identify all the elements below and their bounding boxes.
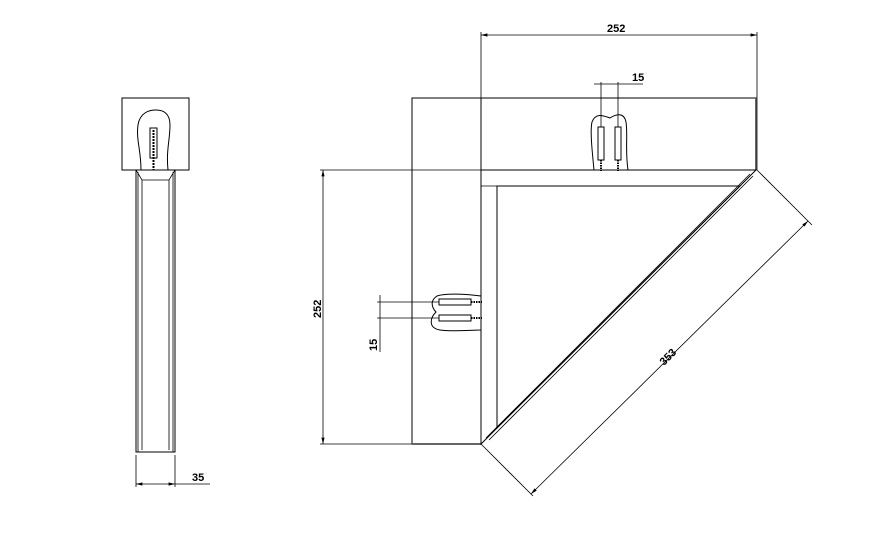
left-screw-spacing-label: 15 [368,339,380,351]
height-dimension-label: 252 [312,300,324,318]
top-screw-anchors-icon [597,126,622,171]
diagonal-dimension: 353 [480,169,813,497]
top-screw-spacing-label: 15 [632,72,644,84]
left-screw-anchors-icon [438,298,482,322]
depth-dimension: 35 [135,455,210,487]
top-screw-spacing-dimension: 15 [594,72,644,127]
top-wall-cavity [590,114,629,171]
width-dimension: 252 [480,23,758,170]
shelf-profile [135,169,176,453]
left-wall-cavity [430,293,482,332]
left-screw-spacing-dimension: 15 [368,295,439,352]
width-dimension-label: 252 [607,23,625,35]
wall-section [121,97,190,171]
screw-anchor-icon [149,127,158,170]
wall-cavity [137,109,171,171]
plan-view: 15 15 252 [312,23,813,497]
side-view: 35 [121,97,210,487]
height-dimension: 252 [312,169,481,445]
shelf-grate [496,185,742,430]
depth-dimension-label: 35 [192,472,204,484]
diagonal-dimension-label: 353 [658,347,679,368]
corner-wall-section [411,97,757,445]
